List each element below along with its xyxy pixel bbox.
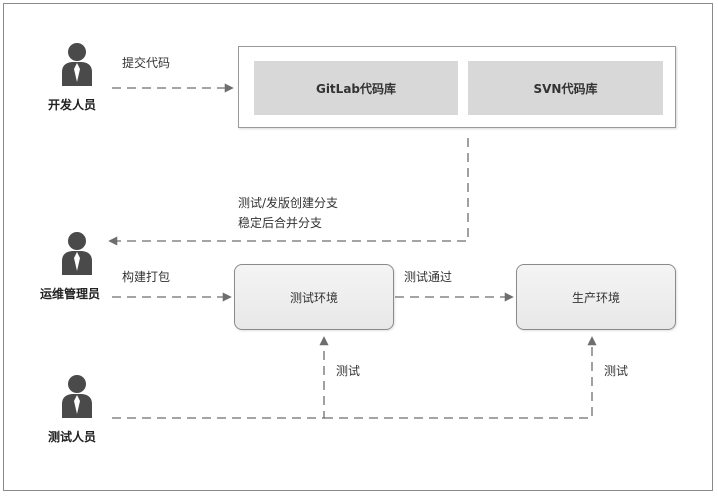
ops-label: 运维管理员 bbox=[40, 287, 101, 301]
tester-label: 测试人员 bbox=[48, 430, 97, 444]
build-package-label: 构建打包 bbox=[122, 270, 171, 284]
test-environment-label: 测试环境 bbox=[289, 290, 338, 305]
diagram-frame bbox=[3, 3, 713, 491]
gitlab-repo: GitLab代码库 bbox=[254, 61, 458, 115]
developer-label: 开发人员 bbox=[48, 98, 97, 112]
production-environment-label: 生产环境 bbox=[571, 290, 620, 305]
test-environment-box: 测试环境 bbox=[234, 264, 394, 330]
branch-label-line2: 稳定后合并分支 bbox=[238, 216, 323, 230]
code-repository-group: GitLab代码库 SVN代码库 bbox=[238, 46, 676, 128]
tester-person-icon bbox=[62, 375, 92, 418]
branch-label-line1: 测试/发版创建分支 bbox=[238, 196, 339, 210]
test-passed-label: 测试通过 bbox=[404, 270, 453, 284]
tester-to-test-env-arrow bbox=[112, 336, 329, 419]
branch-arrow bbox=[108, 138, 469, 246]
test-left-label: 测试 bbox=[336, 364, 361, 378]
test-right-label: 测试 bbox=[604, 364, 629, 378]
production-environment-box: 生产环境 bbox=[516, 264, 676, 330]
developer-person-icon bbox=[62, 43, 92, 86]
submit-code-label: 提交代码 bbox=[122, 56, 171, 70]
ops-person-icon bbox=[62, 232, 92, 275]
svn-repo: SVN代码库 bbox=[468, 61, 663, 115]
tester-to-production-arrow bbox=[324, 336, 597, 419]
